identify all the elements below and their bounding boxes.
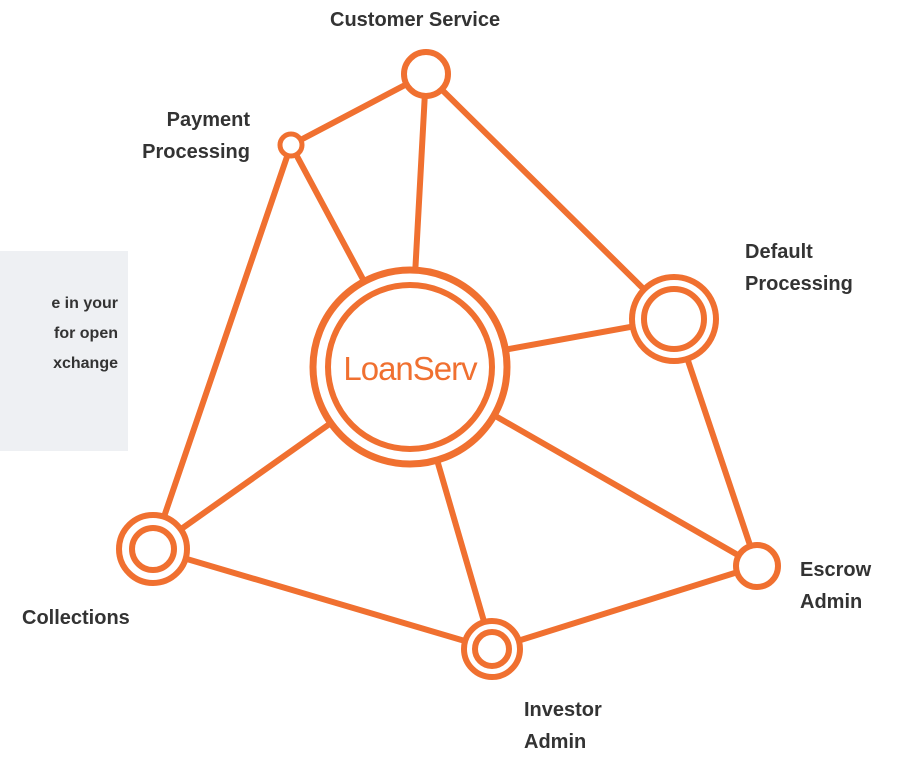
- label-line: Investor: [524, 699, 602, 721]
- label-default-processing: Default Processing: [745, 236, 853, 300]
- label-payment-processing: Payment Processing: [118, 104, 250, 168]
- edge-payment-customer: [288, 71, 429, 148]
- label-line: Payment: [166, 109, 250, 131]
- center-hub-inner: [325, 282, 495, 452]
- node-investor-admin-inner: [472, 629, 512, 669]
- label-line: Escrow: [800, 559, 872, 581]
- side-text-panel: e in your for open xchange: [0, 251, 128, 451]
- nodes: [116, 49, 781, 680]
- node-default-processing-inner: [641, 286, 707, 352]
- edge-customer-default: [423, 71, 677, 322]
- side-text-content: e in your for open xchange: [51, 289, 118, 379]
- label-investor-admin: Investor Admin: [524, 694, 602, 757]
- node-escrow-admin: [733, 542, 781, 590]
- side-text-line: xchange: [53, 355, 118, 372]
- edge-investor-escrow: [489, 563, 760, 652]
- label-escrow-admin: Escrow Admin: [800, 554, 871, 618]
- label-line: Processing: [745, 273, 853, 295]
- label-line: Collections: [22, 607, 130, 629]
- node-collections-inner: [129, 525, 177, 573]
- edge-collections-investor: [150, 546, 495, 652]
- side-text-line: e in your: [51, 295, 118, 312]
- center-hub-label: LoanServ: [343, 350, 478, 387]
- edge-payment-collections: [150, 142, 294, 552]
- label-line: Admin: [524, 731, 587, 753]
- node-payment-processing: [277, 131, 305, 159]
- label-customer-service: Customer Service: [330, 4, 500, 36]
- label-collections: Collections: [22, 602, 130, 634]
- label-line: Customer Service: [330, 9, 501, 31]
- side-text-line: for open: [54, 325, 118, 342]
- label-line: Admin: [800, 591, 863, 613]
- label-line: Processing: [142, 141, 250, 163]
- label-line: Default: [745, 241, 813, 263]
- node-customer-service: [401, 49, 451, 99]
